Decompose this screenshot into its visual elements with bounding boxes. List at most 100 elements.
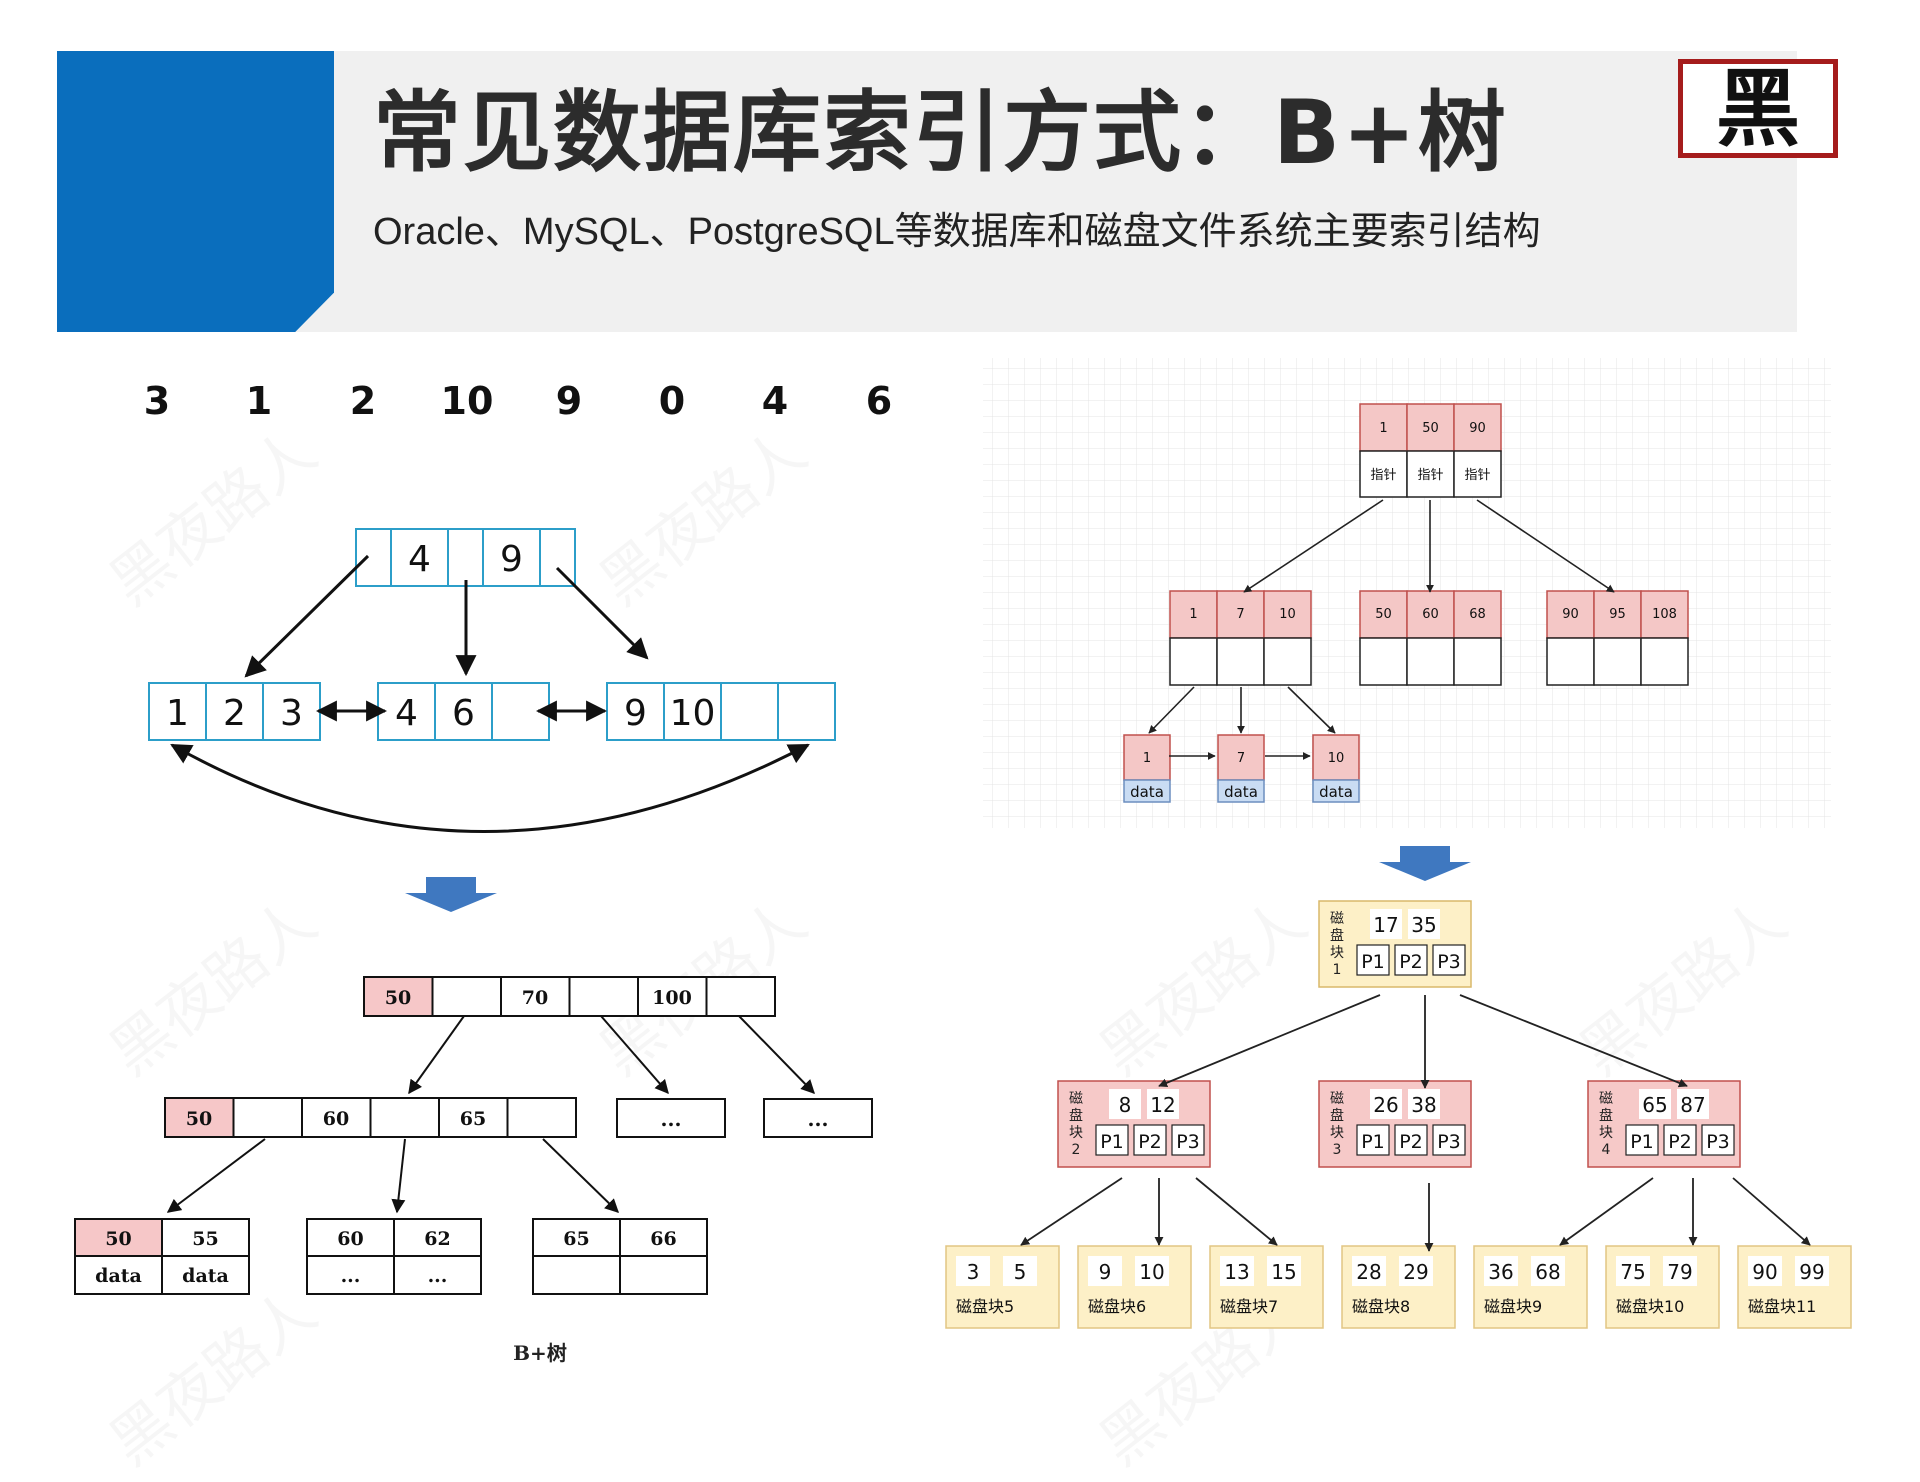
- key-box: [1616, 1256, 1650, 1286]
- pointer-box: [1356, 944, 1390, 976]
- disk-leaf-label: 磁盘块11: [1748, 1297, 1816, 1316]
- pointer-cell: [447, 528, 484, 587]
- leaf-data: data: [1130, 783, 1164, 801]
- leaf-data: data: [95, 1265, 142, 1287]
- leaf-key: 1: [166, 693, 189, 734]
- internal-pointer-cell: [1216, 637, 1265, 686]
- root-pointer: 指针: [1370, 468, 1396, 483]
- leaf-key: 36: [1488, 1260, 1513, 1284]
- leaf-key-cell: [1312, 734, 1360, 781]
- btree-caption: B+树: [513, 1341, 567, 1365]
- internal-key-cell: [1546, 590, 1595, 639]
- block-pointer: P3: [1176, 1131, 1200, 1153]
- key-box: [1408, 1089, 1440, 1119]
- internal-key: 10: [1279, 607, 1296, 622]
- key-label: 4: [408, 539, 431, 580]
- internal-key: 50: [1375, 607, 1392, 622]
- pointer-box: [1394, 1124, 1428, 1156]
- btree-cell: [568, 976, 639, 1017]
- internal-key: 95: [1609, 607, 1626, 622]
- key-box: [1147, 1089, 1179, 1119]
- key-box: [1220, 1256, 1254, 1286]
- leaf-key-cell: [1123, 734, 1171, 781]
- internal-pointer-cell: [1169, 637, 1218, 686]
- leaf-key: 3: [280, 693, 303, 734]
- internal-key-cell: [1263, 590, 1312, 639]
- sequence-number: 10: [441, 379, 494, 423]
- btree-key: 50: [186, 1108, 212, 1130]
- internal-key: 108: [1652, 607, 1677, 622]
- key-box: [1088, 1256, 1122, 1286]
- leaf-data-cell: [532, 1255, 621, 1295]
- block-key: 8: [1119, 1093, 1132, 1117]
- disk-leaf-label: 磁盘块10: [1616, 1297, 1684, 1316]
- btree-cell: [363, 976, 434, 1017]
- leaf-key: 7: [1237, 751, 1245, 766]
- key-box: [1267, 1256, 1301, 1286]
- leaf-key: 90: [1752, 1260, 1777, 1284]
- btree-key: 60: [323, 1108, 349, 1130]
- pointer-box: [1432, 944, 1466, 976]
- block-pointer: P1: [1100, 1131, 1124, 1153]
- block-pointer: P2: [1399, 1131, 1423, 1153]
- leaf-cell: [377, 682, 436, 741]
- key-box: [1677, 1089, 1709, 1119]
- key-label: 9: [500, 539, 523, 580]
- pointer-box: [1394, 944, 1428, 976]
- block-pointer: P1: [1630, 1131, 1654, 1153]
- pointer-box: [1356, 1124, 1390, 1156]
- btree-cell: [506, 1097, 577, 1138]
- leaf-key: 66: [650, 1228, 676, 1250]
- btree-ellipsis-nodes: ... ...: [616, 1098, 873, 1138]
- leaf-data: data: [182, 1265, 229, 1287]
- leaf-key: 99: [1799, 1260, 1824, 1284]
- disk-tree-edges: [1020, 994, 1811, 1252]
- leaf-key: 29: [1403, 1260, 1428, 1284]
- leaf-data: data: [1319, 783, 1353, 801]
- key-box: [1109, 1089, 1141, 1119]
- down-arrow-icon: [1379, 846, 1471, 881]
- disk-leaf-label: 磁盘块6: [1088, 1297, 1146, 1316]
- leaf-key: 68: [1535, 1260, 1560, 1284]
- leaf-key: 9: [624, 693, 647, 734]
- internal-key: 1: [1189, 607, 1197, 622]
- leaf-data-cell: [1217, 779, 1265, 803]
- btree-cell: [232, 1097, 303, 1138]
- internal-key: 90: [1562, 607, 1579, 622]
- index-tree-edges: [1148, 499, 1615, 760]
- key-box: [1003, 1256, 1037, 1286]
- internal-key: 7: [1236, 607, 1244, 622]
- block-pointer: P3: [1437, 1131, 1461, 1153]
- root-key: 1: [1379, 421, 1387, 436]
- internal-key-cell: [1453, 590, 1502, 639]
- key-box: [1795, 1256, 1829, 1286]
- key-box: [1531, 1256, 1565, 1286]
- leaf-key: 10: [670, 693, 716, 734]
- internal-pointer-cell: [1263, 637, 1312, 686]
- key-box: [1639, 1089, 1671, 1119]
- leaf-data: ...: [341, 1265, 361, 1287]
- leaf-cell: [205, 682, 264, 741]
- btree-edges: [166, 1015, 815, 1214]
- btree-cell: [301, 1097, 372, 1138]
- disk-leaf-label: 磁盘块5: [956, 1297, 1014, 1316]
- sequence-number: 3: [144, 379, 170, 423]
- leaf-key: 13: [1224, 1260, 1249, 1284]
- leaf-key: 10: [1328, 751, 1345, 766]
- btree-key: 70: [522, 987, 548, 1009]
- root-pointer: 指针: [1464, 468, 1490, 483]
- block-pointer: P1: [1361, 951, 1385, 973]
- pointer-cell: [355, 528, 392, 587]
- key-cell: [482, 528, 541, 587]
- disk-leaf-label: 磁盘块7: [1220, 1297, 1278, 1316]
- btree-key: 50: [385, 987, 411, 1009]
- btree-cell: [369, 1097, 440, 1138]
- root-key-cell: [1453, 403, 1502, 452]
